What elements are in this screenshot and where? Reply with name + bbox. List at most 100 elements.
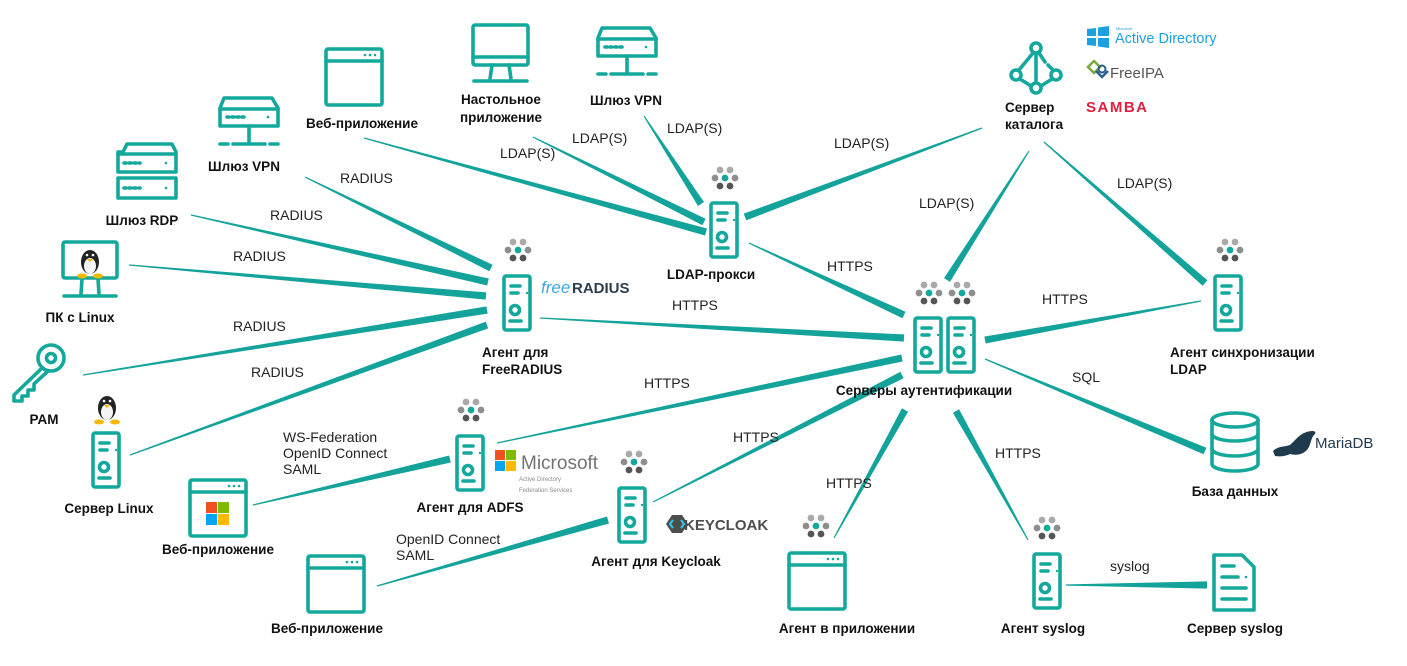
node-label: Веб-приложение bbox=[162, 542, 274, 557]
node-web-app-top[interactable]: Веб-приложение bbox=[306, 47, 418, 131]
node-desktop-app[interactable]: Настольное приложение bbox=[460, 23, 543, 125]
connection-protocol-label: HTTPS bbox=[733, 429, 779, 445]
connection-protocol-label: SAML bbox=[396, 547, 434, 563]
node-label: PAM bbox=[30, 412, 59, 427]
node-label: Агент для ADFS bbox=[417, 500, 524, 515]
svg-text:FreeIPA: FreeIPA bbox=[1110, 65, 1164, 82]
tux-penguin-icon bbox=[94, 396, 120, 425]
node-syslog-agent[interactable]: Агент syslog bbox=[1001, 516, 1085, 636]
node-label: Агент syslog bbox=[1001, 621, 1085, 636]
node-syslog-server[interactable]: Сервер syslog bbox=[1187, 553, 1283, 636]
monitor-icon bbox=[471, 23, 530, 83]
connection-directory-to-auth-servers bbox=[944, 150, 1030, 282]
windows-logo-icon bbox=[206, 502, 229, 525]
node-label: Веб-приложение bbox=[271, 621, 383, 636]
server-tower-icon bbox=[455, 434, 485, 492]
node-label: каталога bbox=[1005, 117, 1064, 132]
network-gateway-icon bbox=[218, 96, 280, 146]
browser-window-icon bbox=[324, 47, 384, 107]
svg-text:Active Directory: Active Directory bbox=[519, 477, 561, 483]
directory-tree-icon bbox=[1009, 41, 1063, 95]
network-gateway-icon bbox=[596, 26, 658, 76]
keycloak-logo: KEYCLOAK bbox=[666, 515, 768, 534]
node-label: Шлюз VPN bbox=[590, 93, 662, 108]
connection-protocol-label: LDAP(S) bbox=[572, 130, 627, 146]
node-web-app-bottom[interactable]: Веб-приложение bbox=[271, 554, 383, 636]
node-pam[interactable]: PAM bbox=[12, 343, 66, 427]
svg-text:Microsoft: Microsoft bbox=[521, 453, 599, 474]
connection-protocol-label: HTTPS bbox=[995, 445, 1041, 461]
connection-protocol-label: LDAP(S) bbox=[500, 145, 555, 161]
node-label: FreeRADIUS bbox=[482, 362, 562, 377]
node-app-agent[interactable]: Агент в приложении bbox=[779, 514, 915, 636]
connection-protocol-label: LDAP(S) bbox=[667, 120, 722, 136]
node-label: Серверы аутентификации bbox=[836, 383, 1012, 398]
node-linux-pc[interactable]: ПК с Linux bbox=[46, 240, 119, 325]
node-ldap-proxy[interactable]: LDAP-прокси bbox=[667, 166, 755, 282]
connection-protocol-label: RADIUS bbox=[233, 248, 286, 264]
node-label: Агент для Keycloak bbox=[591, 554, 721, 569]
node-label: Сервер bbox=[1005, 100, 1054, 115]
connection-directory-to-ldap-sync bbox=[1043, 141, 1208, 286]
connection-protocol-label: OpenID Connect bbox=[396, 531, 500, 547]
svg-text:MariaDB: MariaDB bbox=[1315, 435, 1373, 452]
microsoft-adfs-logo: Microsoft Active Directory Federation Se… bbox=[495, 450, 599, 494]
connection-vpn-left-to-freeradius-agent bbox=[304, 176, 493, 272]
connection-syslog-agent-to-auth-servers bbox=[952, 409, 1029, 541]
node-database[interactable]: MariaDB База данных bbox=[1192, 411, 1374, 499]
server-tower-icon bbox=[502, 274, 532, 332]
connection-protocol-label: LDAP(S) bbox=[1117, 175, 1172, 191]
node-auth-servers[interactable]: Серверы аутентификации bbox=[836, 281, 1012, 398]
node-freeradius-agent[interactable]: free RADIUS Агент для FreeRADIUS bbox=[482, 238, 630, 377]
connection-web-app-ms-to-adfs-agent bbox=[252, 455, 451, 506]
connection-ldap-proxy-to-directory bbox=[743, 127, 983, 221]
node-label: База данных bbox=[1192, 484, 1279, 499]
connection-protocol-label: SAML bbox=[283, 461, 321, 477]
connection-protocol-label: WS-Federation bbox=[283, 429, 377, 445]
node-vpn-gateway-left[interactable]: Шлюз VPN bbox=[208, 96, 280, 174]
svg-text:Federation Services: Federation Services bbox=[519, 488, 572, 494]
connection-rdp-to-freeradius-agent bbox=[190, 214, 489, 286]
connection-protocol-label: LDAP(S) bbox=[834, 135, 889, 151]
svg-text:SAMBA: SAMBA bbox=[1086, 99, 1149, 116]
connection-linux-pc-to-freeradius-agent bbox=[128, 264, 487, 300]
node-adfs-agent[interactable]: Microsoft Active Directory Federation Se… bbox=[417, 398, 599, 515]
node-label: Агент синхронизации bbox=[1170, 345, 1315, 360]
node-label: Шлюз RDP bbox=[106, 213, 179, 228]
product-logo-icon bbox=[457, 398, 485, 422]
node-linux-server[interactable]: Сервер Linux bbox=[64, 396, 154, 516]
document-icon bbox=[1212, 553, 1256, 612]
product-logo-icon bbox=[504, 238, 532, 262]
svg-text:Microsoft: Microsoft bbox=[1116, 26, 1133, 31]
node-directory-server[interactable]: Сервер каталога Microsoft Active Directo… bbox=[1005, 26, 1217, 132]
node-vpn-gateway-top[interactable]: Шлюз VPN bbox=[590, 26, 662, 108]
samba-logo: SAMBA bbox=[1086, 99, 1149, 116]
node-label: Настольное bbox=[461, 92, 541, 107]
active-directory-logo: Microsoft Active Directory bbox=[1087, 26, 1217, 48]
node-keycloak-agent[interactable]: KEYCLOAK Агент для Keycloak bbox=[591, 450, 768, 569]
node-ldap-sync-agent[interactable]: Агент синхронизации LDAP bbox=[1170, 238, 1315, 377]
mariadb-logo: MariaDB bbox=[1273, 431, 1373, 457]
node-label: Сервер syslog bbox=[1187, 621, 1283, 636]
server-tower-icon bbox=[91, 431, 121, 489]
node-label: LDAP bbox=[1170, 362, 1207, 377]
server-tower-icon bbox=[617, 486, 647, 544]
node-label: Шлюз VPN bbox=[208, 159, 280, 174]
product-logo-icon bbox=[620, 450, 648, 474]
connection-protocol-label: HTTPS bbox=[1042, 291, 1088, 307]
product-logo-icon bbox=[1033, 516, 1061, 540]
svg-text:RADIUS: RADIUS bbox=[572, 280, 630, 297]
node-rdp-gateway[interactable]: Шлюз RDP bbox=[106, 142, 179, 228]
node-web-app-ms[interactable]: Веб-приложение bbox=[162, 478, 274, 557]
node-label: ПК с Linux bbox=[46, 310, 115, 325]
server-rack-icon bbox=[116, 142, 178, 200]
connection-protocol-label: HTTPS bbox=[672, 297, 718, 313]
svg-text:free: free bbox=[541, 278, 570, 297]
connection-freeradius-agent-to-auth-servers bbox=[540, 317, 905, 342]
connection-auth-servers-to-database bbox=[984, 358, 1207, 455]
connection-app-agent-to-auth-servers bbox=[833, 408, 909, 539]
connection-desktop-app-to-ldap-proxy bbox=[532, 136, 706, 226]
node-label: Сервер Linux bbox=[64, 501, 154, 516]
connection-keycloak-agent-to-auth-servers bbox=[652, 371, 904, 503]
